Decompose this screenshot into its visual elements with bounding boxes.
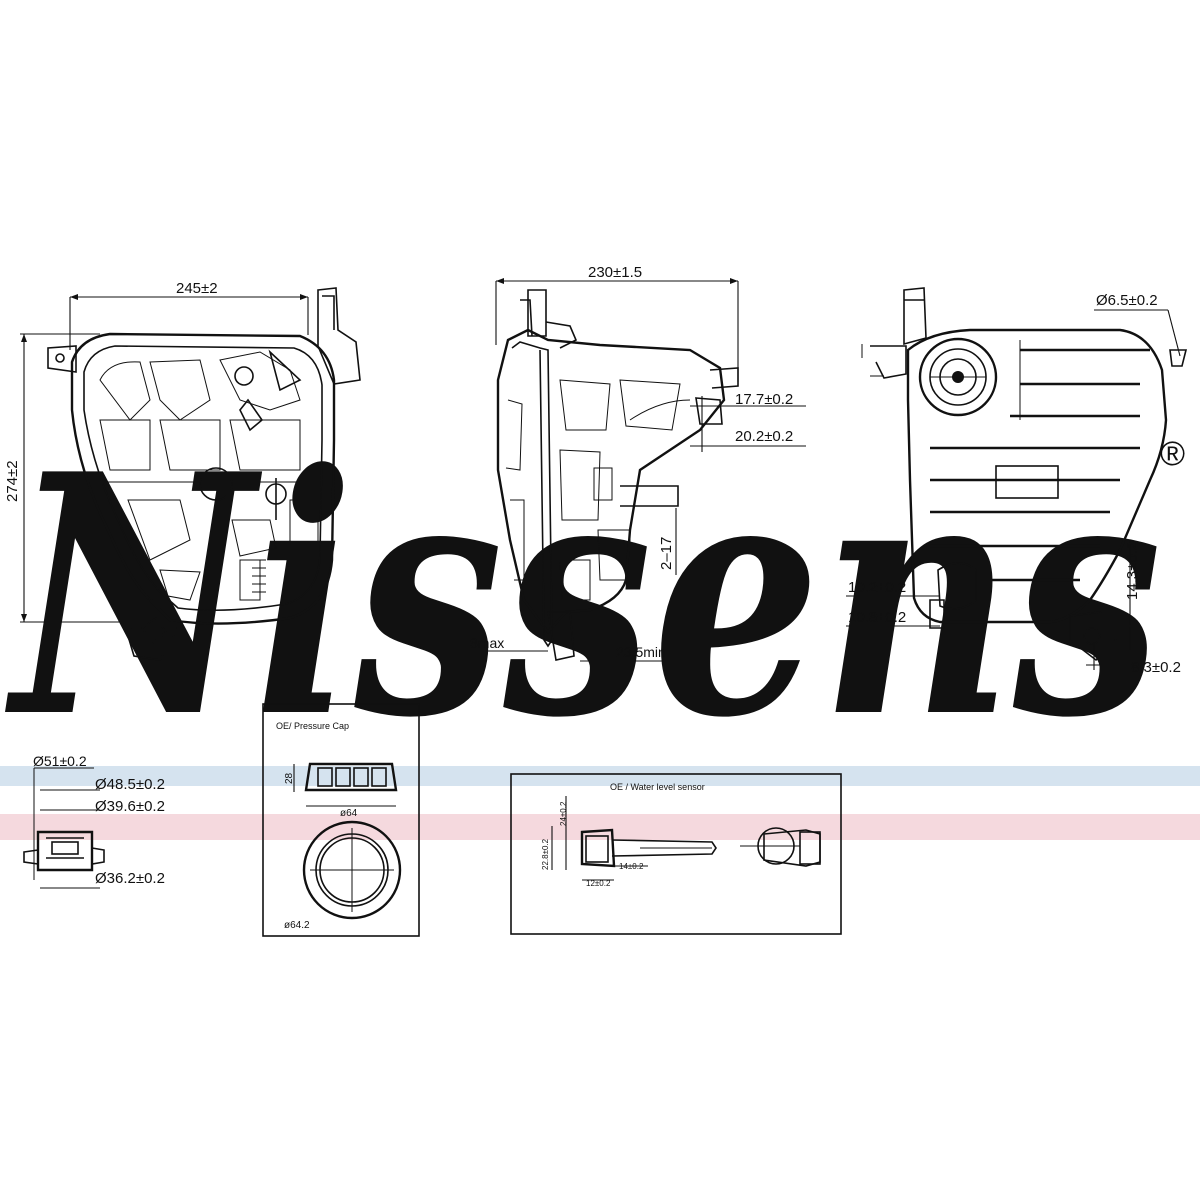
cap-detail: OE/ Pressure Cap 28 ø64 ø64.2 xyxy=(262,703,420,937)
side-dim-20-2: 20.2±0.2 xyxy=(735,428,793,445)
rear-dim-8-3: 8.3±0.2 xyxy=(1131,659,1181,676)
rear-view: Ø6.5±0.2 10.2±0.2 10.8±0.2 14.3±0.2 8.3±… xyxy=(846,287,1188,676)
front-tank-outline xyxy=(70,332,336,625)
side-tank-outline xyxy=(496,328,726,634)
front-height-dim: 274±2 xyxy=(4,460,21,502)
neck-d48-5: Ø48.5±0.2 xyxy=(95,776,165,793)
sensor-d12: 12±0.2 xyxy=(586,879,611,888)
neck-d36-2: Ø36.2±0.2 xyxy=(95,870,165,887)
neck-d51: Ø51±0.2 xyxy=(33,753,87,769)
cap-detail-frame xyxy=(262,703,420,937)
side-dim-2-17: 2–17 xyxy=(658,537,675,570)
neck-d39-6: Ø39.6±0.2 xyxy=(95,798,165,815)
side-width-dim: 230±1.5 xyxy=(588,264,642,281)
sensor-d14: 14±0.2 xyxy=(619,862,644,871)
front-width-dim: 245±2 xyxy=(176,280,218,297)
blue-band xyxy=(0,766,1200,786)
rear-dim-14-3: 14.3±0.2 xyxy=(1124,542,1141,600)
sensor-d22-8: 22.8±0.2 xyxy=(541,838,550,870)
rear-tank-outline xyxy=(906,328,1168,624)
neck-detail: Ø51±0.2 Ø48.5±0.2 Ø39.6±0.2 Ø36.2±0.2 xyxy=(23,753,165,889)
side-dim-8max: 8max xyxy=(470,635,504,651)
side-view: 230±1.5 17.7±0.2 20.2±0.2 2–17 8max xyxy=(470,264,806,662)
front-view: 245±2 274±2 xyxy=(4,280,361,661)
sensor-detail-title: OE / Water level sensor xyxy=(610,782,705,792)
sensor-detail-frame xyxy=(510,773,842,935)
rear-hole-dim: Ø6.5±0.2 xyxy=(1096,292,1158,309)
brand-watermark: Nissens xyxy=(4,402,1162,790)
rear-dim-10-8: 10.8±0.2 xyxy=(848,609,906,626)
sensor-detail: OE / Water level sensor 24±0.2 22.8±0.2 … xyxy=(510,773,842,935)
watermark-layer: Nissens ® xyxy=(0,402,1200,840)
cap-detail-title: OE/ Pressure Cap xyxy=(276,721,349,731)
sensor-d24: 24±0.2 xyxy=(559,801,568,826)
cap-d64: ø64 xyxy=(340,808,358,819)
cap-height: 28 xyxy=(284,772,295,784)
cap-d64-2: ø64.2 xyxy=(284,920,310,931)
rear-dim-10-2: 10.2±0.2 xyxy=(848,579,906,596)
side-dim-23-5min: 23.5min xyxy=(616,644,666,660)
side-dim-17-7: 17.7±0.2 xyxy=(735,391,793,408)
